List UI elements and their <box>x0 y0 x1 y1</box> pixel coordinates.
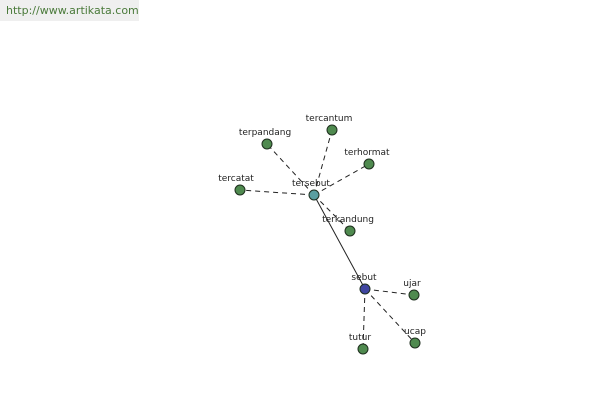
edge-sebut-tutur <box>362 288 366 350</box>
node-label-tercantum[interactable]: tercantum <box>306 114 353 124</box>
node-terpandang[interactable] <box>261 138 273 150</box>
edge-tersebut-terkandung <box>313 194 351 232</box>
edge-sebut-ucap <box>364 288 416 344</box>
node-label-ucap[interactable]: ucap <box>404 327 426 337</box>
node-sebut[interactable] <box>359 283 371 295</box>
node-terkandung[interactable] <box>344 225 356 237</box>
edge-tersebut-tercatat <box>239 189 315 196</box>
node-label-tersebut[interactable]: tersebut <box>292 179 330 189</box>
edge-tersebut-terpandang <box>266 143 315 196</box>
node-label-ujar[interactable]: ujar <box>403 279 421 289</box>
node-tutur[interactable] <box>357 343 369 355</box>
node-tercantum[interactable] <box>326 124 338 136</box>
nodes-layer <box>234 124 421 355</box>
edge-tersebut-sebut <box>313 194 366 290</box>
edges-layer <box>239 129 416 350</box>
node-label-sebut[interactable]: sebut <box>351 273 377 283</box>
node-ucap[interactable] <box>409 337 421 349</box>
node-label-terkandung[interactable]: terkandung <box>322 215 374 225</box>
node-label-tercatat[interactable]: tercatat <box>218 174 254 184</box>
labels-layer: tersebut sebut tercantum terpandang terhorma… <box>218 114 426 343</box>
node-tersebut[interactable] <box>308 189 320 201</box>
edge-tersebut-terhormat <box>313 163 370 196</box>
node-tercatat[interactable] <box>234 184 246 196</box>
edge-sebut-ujar <box>364 288 415 296</box>
node-label-tutur[interactable]: tutur <box>349 333 371 343</box>
node-ujar[interactable] <box>408 289 420 301</box>
node-terhormat[interactable] <box>363 158 375 170</box>
watermark-url: http://www.artikata.com <box>0 0 139 21</box>
edge-tersebut-tercantum <box>313 129 333 196</box>
node-label-terpandang[interactable]: terpandang <box>239 128 291 138</box>
node-label-terhormat[interactable]: terhormat <box>344 148 390 158</box>
